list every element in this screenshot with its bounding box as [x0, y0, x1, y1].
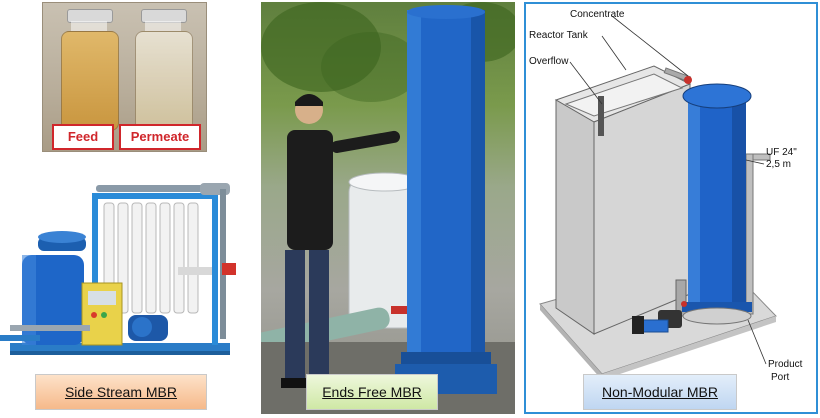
reactor-tank-label: Reactor Tank [529, 30, 588, 41]
product-port-label-line2: Port [771, 372, 790, 383]
concentrate-label: Concentrate [570, 9, 625, 20]
non-modular-panel: Concentrate Reactor Tank Overflow UF 24"… [524, 2, 818, 414]
side-stream-panel: Feed Permeate [0, 0, 255, 418]
sample-jars-photo [42, 2, 207, 152]
permeate-jar [135, 9, 193, 131]
feed-jar [61, 9, 119, 131]
feed-label: Feed [52, 124, 114, 150]
overflow-label: Overflow [529, 56, 569, 67]
side-stream-caption: Side Stream MBR [35, 374, 207, 410]
non-modular-caption: Non-Modular MBR [583, 374, 737, 410]
ends-free-panel: Ends Free MBR [261, 2, 515, 414]
uf-length-label: 2,5 m [766, 159, 792, 170]
non-modular-drawing [539, 15, 777, 380]
permeate-label: Permeate [119, 124, 201, 150]
product-port-label-line1: Product [768, 359, 803, 370]
ends-free-scene [261, 5, 515, 414]
uf-size-label: UF 24" [766, 147, 797, 158]
side-stream-plant-photo [0, 183, 236, 355]
ends-free-caption: Ends Free MBR [306, 374, 438, 410]
